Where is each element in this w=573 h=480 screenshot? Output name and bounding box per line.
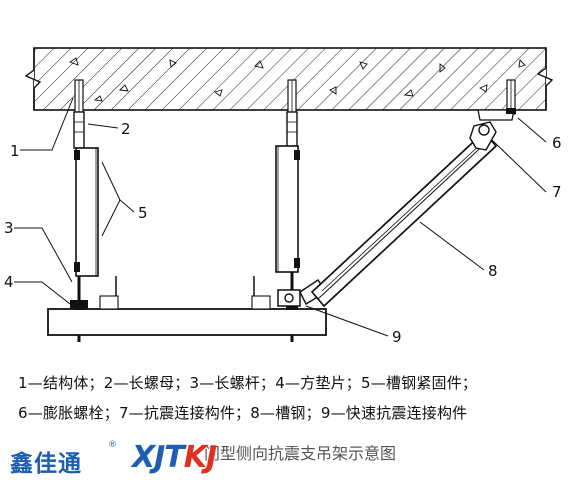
expansion-bolt-middle — [287, 79, 297, 115]
brand-logo-en: XJTKJ — [132, 440, 217, 475]
figure-caption: 门型侧向抗震支吊架示意图 — [203, 444, 396, 463]
callout-8: 8 — [488, 262, 498, 280]
registered-mark: ® — [108, 440, 117, 450]
callout-labels: 1 2 3 4 5 6 7 8 9 — [4, 120, 562, 346]
legend-line-2: 6—膨胀螺栓；7—抗震连接构件；8—槽钢；9—快速抗震连接构件 — [18, 404, 468, 422]
legend-line-1: 1—结构体；2—长螺母；3—长螺杆；4—方垫片；5—槽钢紧固件； — [18, 374, 478, 392]
callout-6: 6 — [552, 134, 562, 152]
callout-4: 4 — [4, 273, 14, 291]
top-seismic-connector — [469, 108, 516, 151]
bottom-channel — [47, 276, 327, 342]
callout-1: 1 — [10, 142, 20, 160]
brand-logo-cn: 鑫佳通 — [10, 451, 82, 477]
callout-5: 5 — [138, 204, 148, 222]
expansion-bolt-left — [74, 79, 84, 115]
left-hanger — [70, 111, 99, 312]
callout-2: 2 — [121, 120, 131, 138]
callout-9: 9 — [392, 328, 402, 346]
leader-lines — [14, 97, 547, 337]
callout-3: 3 — [4, 219, 14, 237]
right-hanger — [275, 111, 300, 300]
brand-logo-en-a: XJT — [132, 440, 185, 475]
diagonal-channel — [310, 130, 498, 308]
callout-7: 7 — [552, 183, 562, 201]
brand-logo-en-b: KJ — [183, 440, 217, 475]
